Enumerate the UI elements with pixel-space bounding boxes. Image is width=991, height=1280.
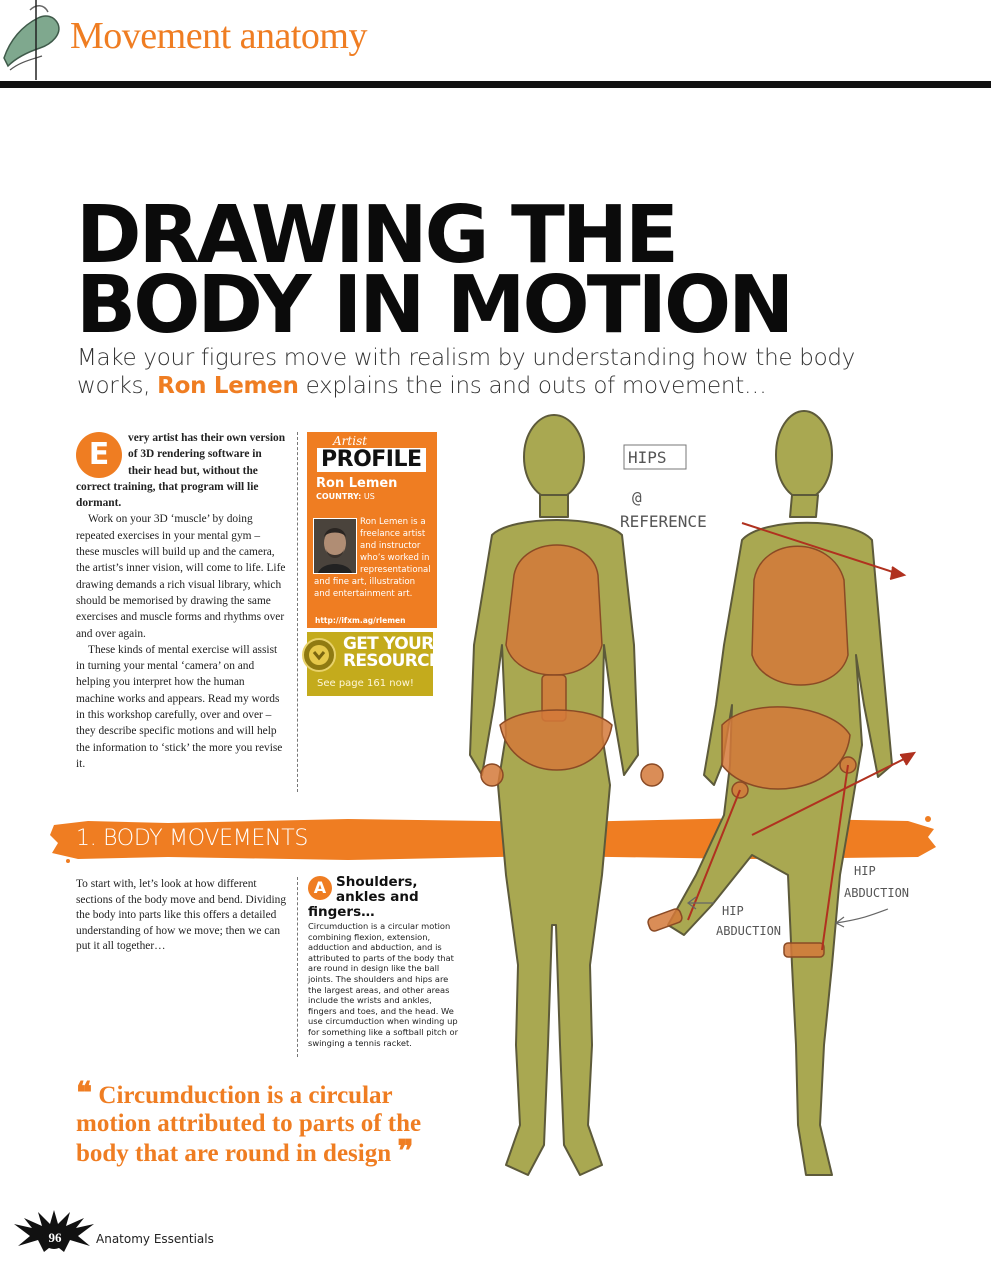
quote-open-icon: ❝ (76, 1077, 93, 1110)
side-figure-body (667, 521, 893, 1176)
resources-subtitle: See page 161 now! (317, 678, 414, 689)
standfirst-text: Make your figures move with realism by u… (77, 345, 855, 399)
body-motion-illustration: HIPS @ REFERENCE HIP ABDUCTION HIP ABDUC… (469, 410, 917, 1176)
label-reference: REFERENCE (620, 512, 707, 531)
resources-title-line-1: GET YOUR (343, 634, 434, 654)
profile-country: COUNTRY: US (316, 492, 375, 501)
pull-quote-text: Circumduction is a circular motion attri… (76, 1082, 422, 1167)
front-figure-head (523, 414, 585, 500)
pull-quote: ❝ Circumduction is a circular motion att… (76, 1077, 456, 1168)
country-label: COUNTRY: (316, 492, 362, 501)
resources-title-line-2: RESOURCES (343, 651, 452, 671)
section-title: Movement anatomy (70, 15, 367, 57)
step-body: Circumduction is a circular motion combi… (308, 921, 458, 1048)
resources-title: GET YOUR RESOURCES (343, 634, 452, 671)
front-hip-joint-right (640, 763, 664, 787)
medal-icon (302, 638, 336, 672)
standfirst-text-end: explains the ins and outs of movement… (298, 373, 767, 399)
label-abduction-1: ABDUCTION (716, 924, 781, 938)
column-divider (297, 877, 298, 1057)
side-knee-cylinder-left (647, 908, 683, 932)
headline: DRAWING THE BODY IN MOTION (76, 189, 956, 351)
profile-bio: Ron Lemen is a freelance artist and inst… (314, 517, 431, 599)
side-ribcage-mass (751, 545, 849, 686)
label-hip-2: HIP (854, 864, 876, 878)
label-at: @ (632, 488, 642, 507)
footer-emblem-icon (14, 1210, 94, 1252)
front-figure-body (469, 519, 639, 1176)
front-hip-joint-left (480, 763, 504, 787)
intro-lead: very artist has their own version of 3D … (76, 432, 286, 510)
step-badge: A (308, 876, 332, 900)
magazine-logo-icon (3, 0, 60, 80)
headline-line-1: DRAWING THE (76, 189, 679, 281)
front-ribcage-mass (505, 544, 603, 676)
standfirst: Make your figures move with realism by u… (77, 344, 877, 400)
intro-paragraph: These kinds of mental exercise will assi… (76, 643, 283, 770)
headline-line-2: BODY IN MOTION (76, 259, 794, 351)
profile-link[interactable]: http://ifxm.ag/rlemen (315, 616, 406, 625)
artist-profile-box: Artist PROFILE Ron Lemen COUNTRY: US Ron… (307, 432, 437, 628)
resources-box[interactable]: GET YOUR RESOURCES See page 161 now! (302, 632, 452, 696)
front-pelvis-mass (499, 709, 613, 771)
front-figure-neck (539, 494, 569, 518)
header-rule (0, 81, 991, 88)
profile-name: Ron Lemen (316, 476, 398, 491)
intro-column: E very artist has their own version of 3… (76, 430, 286, 772)
side-knee-cylinder-right (783, 942, 825, 958)
artist-photo (313, 518, 357, 574)
drop-cap: E (76, 432, 122, 478)
profile-bio-wrap: Ron Lemen is a freelance artist and inst… (314, 516, 432, 600)
label-abduction-2: ABDUCTION (844, 886, 909, 900)
portrait-icon (314, 519, 356, 573)
profile-label: PROFILE (317, 448, 426, 472)
section-heading: 1. BODY MOVEMENTS (76, 826, 308, 851)
side-figure-head (775, 410, 833, 500)
author-name: Ron Lemen (157, 373, 299, 399)
page-number: 96 (48, 1230, 62, 1245)
country-value: US (363, 492, 375, 501)
label-hips: HIPS (628, 448, 667, 467)
step-a: A Shoulders, ankles and fingers… Circumd… (308, 875, 458, 1048)
profile-artist-script: Artist (333, 434, 368, 448)
column-divider (297, 432, 298, 792)
side-pelvis-mass (721, 706, 851, 790)
label-hip-1: HIP (722, 904, 744, 918)
intro-paragraph: Work on your 3D ‘muscle’ by doing repeat… (76, 513, 286, 640)
side-figure-neck (789, 494, 819, 518)
quote-close-icon: ❞ (397, 1135, 414, 1168)
step-title: Shoulders, ankles and fingers… (308, 874, 419, 920)
footer-title: Anatomy Essentials (96, 1232, 214, 1246)
section-intro: To start with, let’s look at how differe… (76, 878, 287, 953)
